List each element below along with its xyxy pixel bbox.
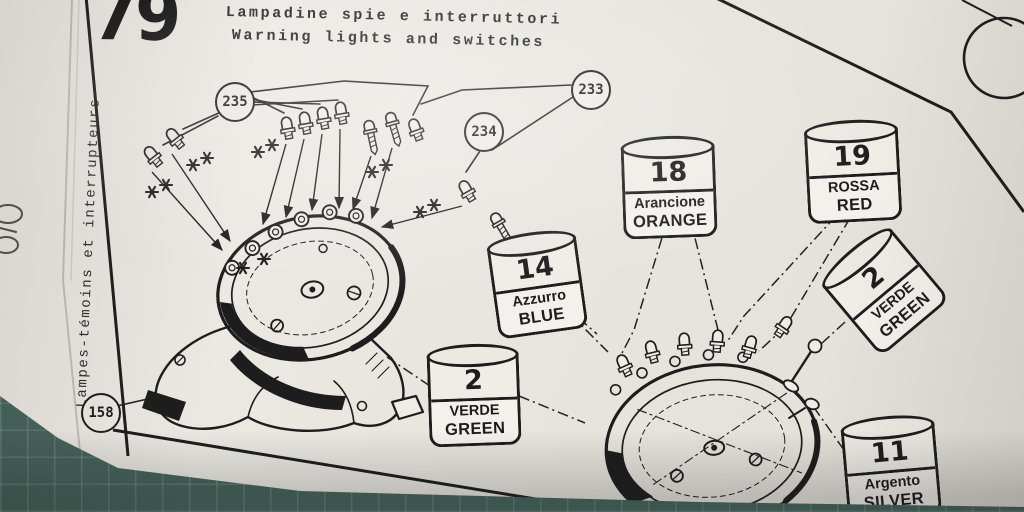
paint-pot-body: 19 ROSSA RED — [804, 129, 903, 225]
callout-233: 233 — [571, 70, 611, 110]
paint-label: VERDE GREEN — [431, 396, 519, 445]
callout-235: 235 — [215, 82, 255, 122]
paint-pot-18-orange: 18 Arancione ORANGE — [620, 134, 718, 240]
callout-233-number: 233 — [578, 82, 604, 98]
callout-234-number: 234 — [471, 124, 497, 140]
page-edge — [0, 0, 81, 453]
assembly-arrows — [151, 128, 463, 252]
paint-name-english: GREEN — [444, 418, 506, 440]
left-gauge-assembly — [216, 203, 406, 362]
paint-pot-11-silver: 11 Argento SILVER — [839, 412, 943, 512]
paint-pot-body: 2 VERDE GREEN — [426, 354, 522, 448]
paint-label: Arancione ORANGE — [625, 188, 715, 237]
paint-pot-body: 18 Arancione ORANGE — [620, 146, 718, 240]
paint-number: 19 — [832, 140, 872, 173]
leader-lines — [116, 80, 574, 407]
paint-number: 2 — [463, 364, 484, 397]
paint-pot-14-blue: 14 Azzurro BLUE — [485, 226, 589, 340]
gauge-bracket — [142, 324, 425, 432]
paint-label: ROSSA RED — [809, 172, 900, 222]
callout-158: 158 — [81, 393, 121, 433]
right-gauge-assembly — [604, 312, 823, 512]
callout-235-number: 235 — [222, 94, 248, 110]
paint-name-english: RED — [836, 195, 874, 215]
callout-234: 234 — [464, 112, 504, 152]
callout-158-number: 158 — [88, 405, 114, 421]
paint-name-english: ORANGE — [632, 210, 708, 232]
paint-pot-2-green-left: 2 VERDE GREEN — [426, 342, 522, 448]
paint-pot-19-red: 19 ROSSA RED — [803, 117, 903, 225]
paint-number: 18 — [649, 156, 688, 189]
step-number: 79 — [91, 0, 179, 57]
adjacent-panel-art — [961, 0, 1024, 100]
